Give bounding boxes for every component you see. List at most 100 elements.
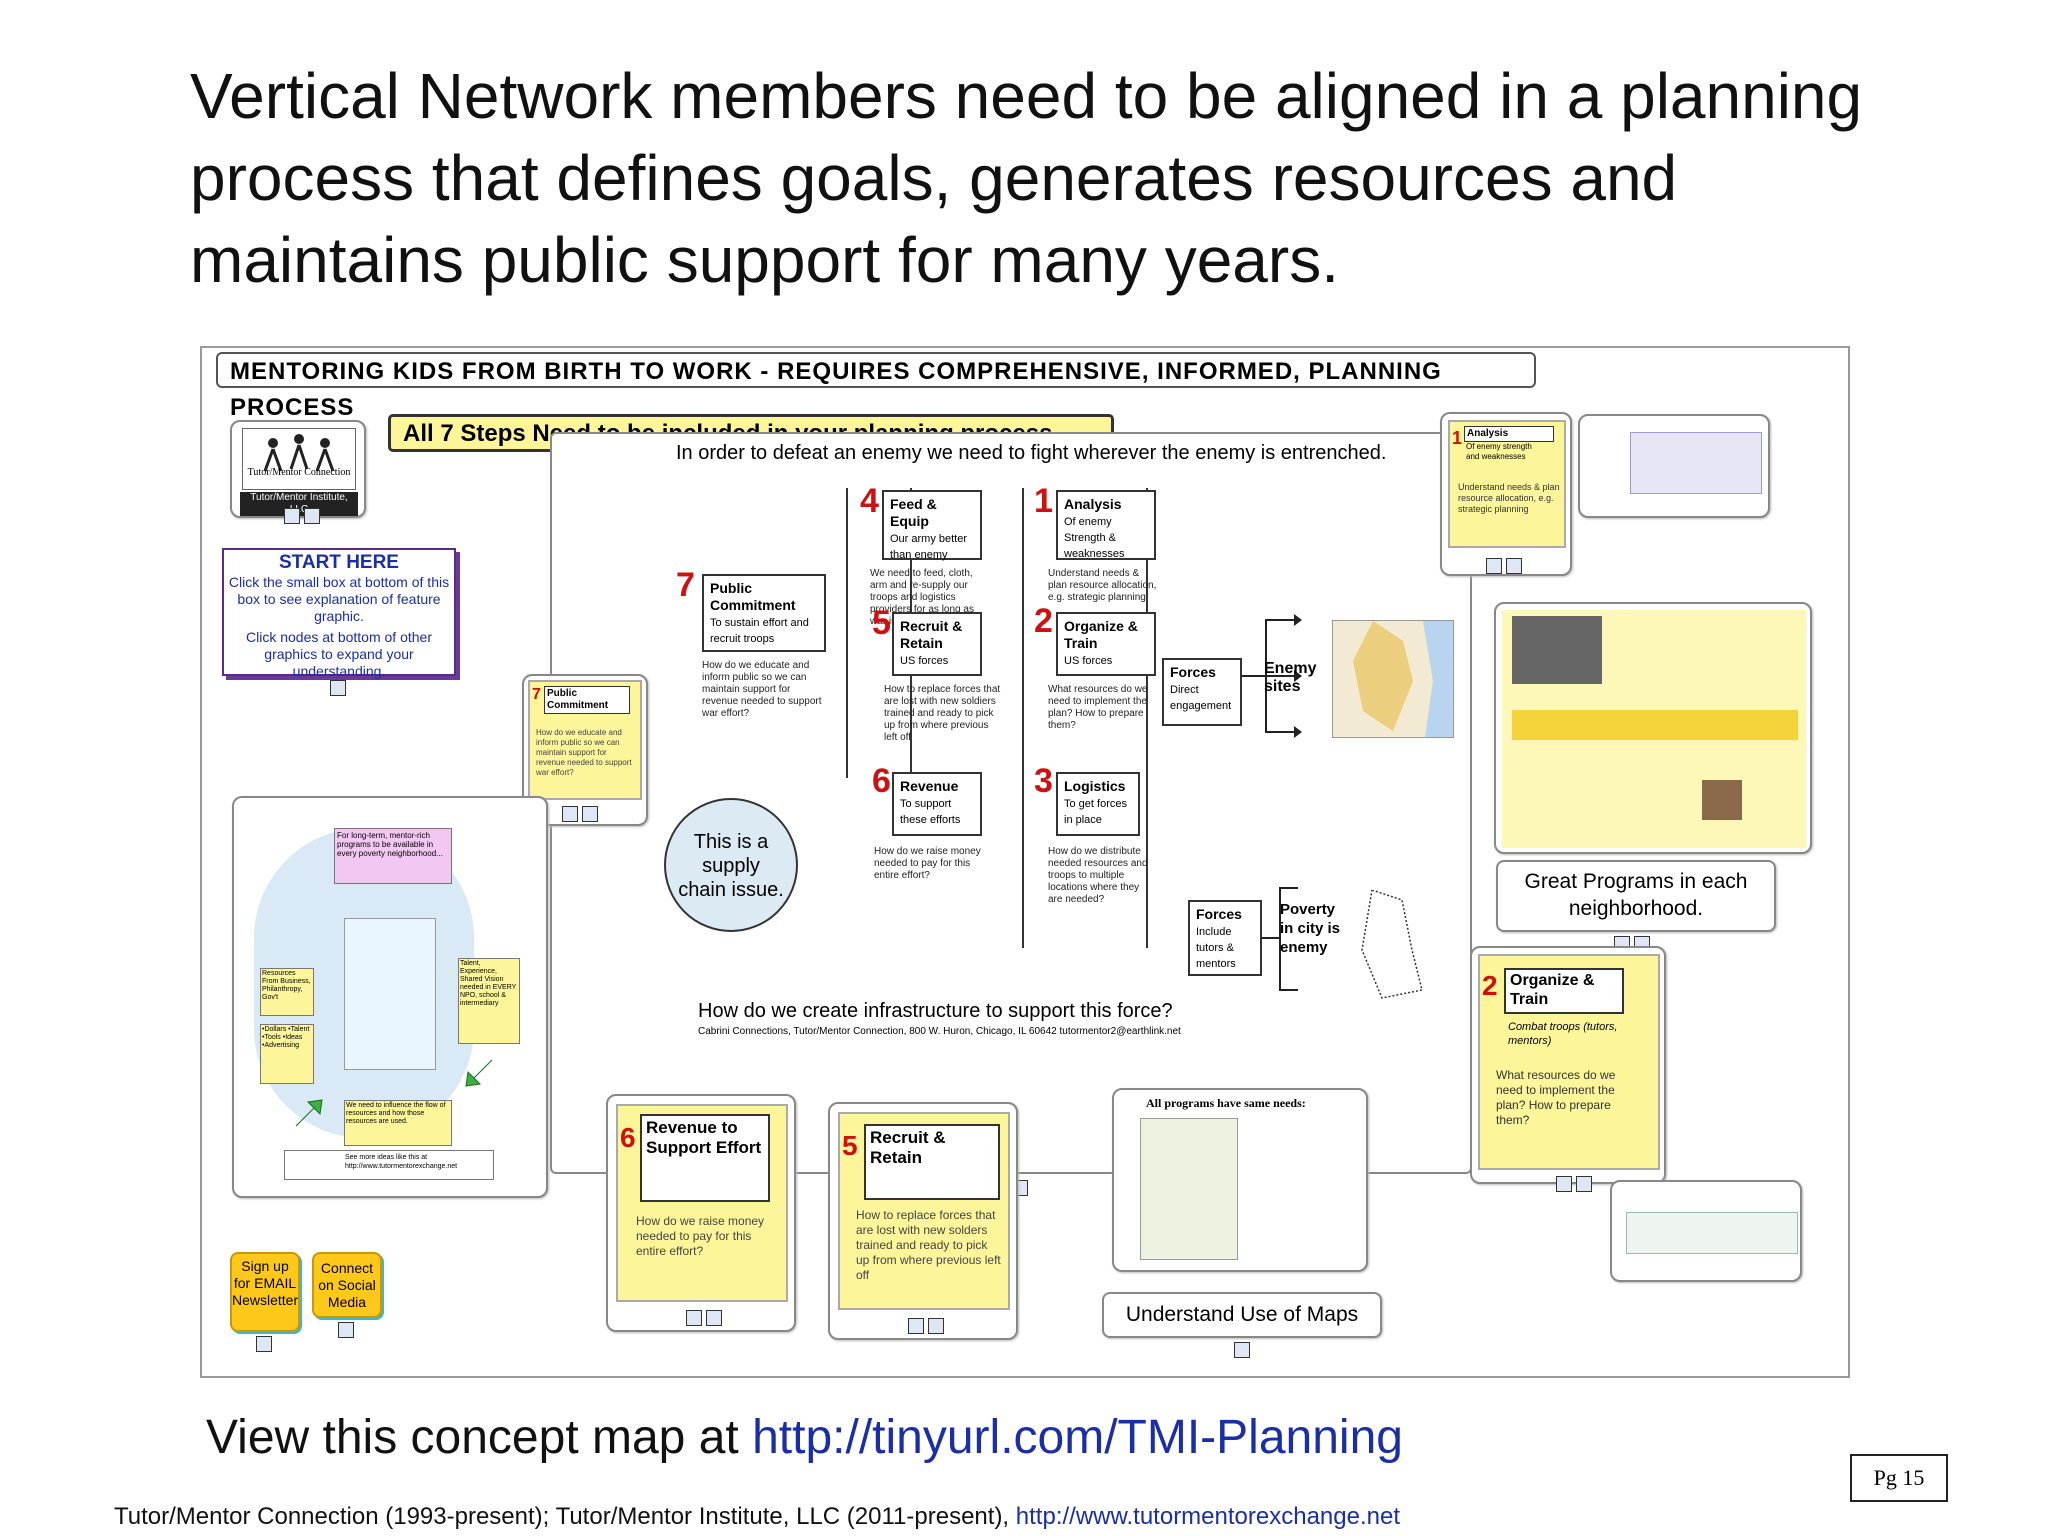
link-icon[interactable] xyxy=(582,806,598,822)
step-desc: How do we educate and inform public so w… xyxy=(702,660,822,719)
step-title: Analysis xyxy=(1064,496,1122,512)
step-number-icon: 1 xyxy=(1452,428,1463,448)
knowledge-node[interactable] xyxy=(1578,414,1770,518)
start-title: START HERE xyxy=(279,552,399,573)
label-box: Talent, Experience, Shared Vision needed… xyxy=(458,958,520,1044)
note-icon[interactable] xyxy=(686,1310,702,1326)
note-icon[interactable] xyxy=(908,1318,924,1334)
step-title: Organize & Train xyxy=(1064,618,1138,651)
node-title: Analysis xyxy=(1464,426,1554,442)
understand-maps-node[interactable]: Understand Use of Maps xyxy=(1102,1292,1382,1338)
step-logistics[interactable]: Logistics To get forces in place xyxy=(1056,772,1140,836)
note-icon[interactable] xyxy=(284,508,300,524)
note-icon[interactable] xyxy=(1556,1176,1572,1192)
link-icon[interactable] xyxy=(1506,558,1522,574)
note-icon[interactable] xyxy=(338,1322,354,1338)
step-desc: How do we raise money needed to pay for … xyxy=(874,846,981,881)
enemy-sites: Enemy sites xyxy=(1264,660,1317,695)
concept-map-link[interactable]: http://tinyurl.com/TMI-Planning xyxy=(752,1411,1403,1464)
note-icon[interactable] xyxy=(256,1336,272,1352)
step-number-icon: 5 xyxy=(842,1130,858,1161)
page-number: Pg 15 xyxy=(1850,1454,1948,1502)
node-icons[interactable] xyxy=(284,508,320,524)
caption: View this concept map at http://tinyurl.… xyxy=(206,1408,1403,1468)
forces-direct: Forces Direct engagement xyxy=(1162,658,1242,726)
node-card: 6 Revenue to Support Effort How do we ra… xyxy=(616,1104,788,1302)
revenue-node[interactable]: 6 Revenue to Support Effort How do we ra… xyxy=(606,1094,796,1332)
photo-image xyxy=(1512,616,1602,684)
start-here-node[interactable]: START HERE Click the small box at bottom… xyxy=(222,548,456,696)
logo-node[interactable]: Tutor/Mentor Connection Tutor/Mentor Ins… xyxy=(230,420,366,524)
label-box: Resources From Business, Philanthropy, G… xyxy=(260,968,314,1016)
step-title: Feed & Equip xyxy=(890,496,937,529)
infrastructure-address: Cabrini Connections, Tutor/Mentor Connec… xyxy=(698,1026,1181,1037)
step-title: Logistics xyxy=(1064,778,1126,794)
step-sub: Of enemy Strength & weaknesses xyxy=(1064,516,1125,560)
connect-social-button[interactable]: Connect on Social Media xyxy=(312,1252,382,1318)
label-box: For long-term, mentor-rich programs to b… xyxy=(334,828,452,884)
strategy-graphic-node[interactable]: For long-term, mentor-rich programs to b… xyxy=(232,796,548,1198)
step-sub: To sustain effort and recruit troops xyxy=(710,617,809,645)
great-programs-node[interactable]: Great Programs in each neighborhood. xyxy=(1496,860,1776,932)
logo-text: Tutor/Mentor Connection xyxy=(247,467,351,478)
footer-link[interactable]: http://www.tutormentorexchange.net xyxy=(1015,1503,1400,1530)
note-icon[interactable] xyxy=(1234,1342,1250,1358)
timeline-bar xyxy=(1512,710,1798,740)
step-organize-train[interactable]: Organize & Train US forces xyxy=(1056,612,1156,676)
arrow-fan-1 xyxy=(1242,614,1302,738)
step-desc: What resources do we need to implement t… xyxy=(1048,684,1148,731)
node-desc: Understand needs & plan resource allocat… xyxy=(1458,482,1560,514)
programs-graphic-image xyxy=(1502,610,1806,848)
organize-node[interactable]: 2 Organize & Train Combat troops (tutors… xyxy=(1470,946,1666,1192)
step-number-icon: 7 xyxy=(532,686,541,703)
note-icon[interactable] xyxy=(330,680,346,696)
knowledge-image xyxy=(1630,432,1762,494)
node-desc: What resources do we need to implement t… xyxy=(1496,1068,1616,1127)
step-public-commitment[interactable]: Public Commitment To sustain effort and … xyxy=(702,574,826,652)
node-sub: Of enemy strength and weaknesses xyxy=(1466,442,1532,461)
recruit-node[interactable]: 5 Recruit & Retain How to replace forces… xyxy=(828,1102,1018,1340)
node-card: 2 Organize & Train Combat troops (tutors… xyxy=(1478,954,1660,1170)
poverty-text: Poverty in city is enemy xyxy=(1280,901,1341,956)
step-recruit-retain[interactable]: Recruit & Retain US forces xyxy=(892,612,982,676)
arrow-fan-2 xyxy=(1262,887,1298,991)
start-text-2: Click nodes at bottom of other graphics … xyxy=(246,629,432,679)
node-desc: How to replace forces that are lost with… xyxy=(856,1208,1001,1282)
footer: Tutor/Mentor Connection (1993-present); … xyxy=(114,1502,1400,1532)
collaboration-image xyxy=(1626,1212,1798,1254)
node-card: 5 Recruit & Retain How to replace forces… xyxy=(838,1112,1010,1310)
collaboration-node[interactable] xyxy=(1610,1180,1802,1282)
step-number: 3 xyxy=(1034,762,1053,800)
label-box: We need to influence the flow of resourc… xyxy=(344,1100,452,1146)
note-icon[interactable] xyxy=(562,806,578,822)
poverty-map-image xyxy=(1352,889,1432,1000)
all-programs-node[interactable]: All programs have same needs: xyxy=(1112,1088,1368,1272)
step-number: 1 xyxy=(1034,482,1053,520)
logo-image: Tutor/Mentor Connection xyxy=(242,428,356,490)
node-desc: How do we educate and inform public so w… xyxy=(536,728,632,777)
concept-map: MENTORING KIDS FROM BIRTH TO WORK - REQU… xyxy=(200,346,1850,1378)
link-icon[interactable] xyxy=(1576,1176,1592,1192)
signup-newsletter-button[interactable]: Sign up for EMAIL Newsletter xyxy=(230,1252,300,1332)
analysis-node[interactable]: 1 Analysis Of enemy strength and weaknes… xyxy=(1440,412,1572,576)
note-icon[interactable] xyxy=(1486,558,1502,574)
programs-graphic-node[interactable] xyxy=(1494,602,1812,854)
step-number: 2 xyxy=(1034,602,1053,640)
step-sub: US forces xyxy=(900,655,949,667)
step-number-icon: 6 xyxy=(620,1122,636,1153)
step-feed-equip[interactable]: Feed & Equip Our army better than enemy xyxy=(882,490,982,561)
link-icon[interactable] xyxy=(928,1318,944,1334)
node-card: 7 Public Commitment How do we educate an… xyxy=(528,680,642,800)
slide-title: Vertical Network members need to be alig… xyxy=(190,60,1863,296)
supply-chain-circle: This is a supply chain issue. xyxy=(664,798,798,932)
step-analysis[interactable]: Analysis Of enemy Strength & weaknesses xyxy=(1056,490,1156,560)
label-box: •Dollars •Talent •Tools •Ideas •Advertis… xyxy=(260,1024,314,1084)
link-icon[interactable] xyxy=(304,508,320,524)
step-desc: Understand needs & plan resource allocat… xyxy=(1048,568,1157,603)
step-title: Public Commitment xyxy=(710,580,796,613)
step-revenue[interactable]: Revenue To support these efforts xyxy=(892,772,982,836)
start-text-1: Click the small box at bottom of this bo… xyxy=(228,574,450,624)
footer-text: Tutor/Mentor Connection (1993-present); … xyxy=(114,1503,1016,1530)
link-icon[interactable] xyxy=(706,1310,722,1326)
forces-sub: Direct engagement xyxy=(1170,684,1232,712)
